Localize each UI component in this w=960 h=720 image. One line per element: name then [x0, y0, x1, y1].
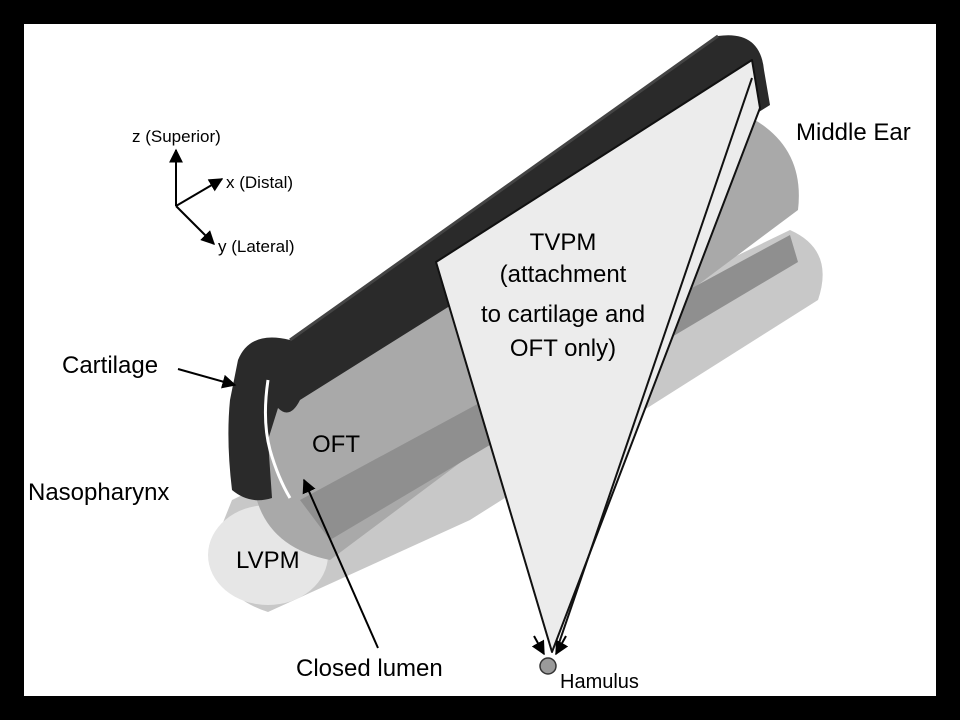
- tvpm-label-line4: OFT only): [510, 335, 616, 362]
- lvpm-label: LVPM: [236, 547, 300, 574]
- hamulus-dot: [539, 657, 557, 675]
- tvpm-muscle: [435, 59, 761, 653]
- cartilage-ridge: [289, 34, 719, 342]
- hamulus-arrow-right: [555, 635, 569, 656]
- nasopharynx-label: Nasopharynx: [28, 479, 169, 506]
- closed-lumen-slit: [263, 379, 292, 499]
- tvpm-label-line3: to cartilage and: [481, 301, 645, 328]
- cartilage-pointer-arrow: [177, 368, 237, 389]
- tvpm-label-line1: TVPM: [530, 229, 597, 256]
- closed-lumen-label: Closed lumen: [296, 655, 443, 682]
- tvpm-label-line2: (attachment: [500, 261, 627, 288]
- oft-label: OFT: [312, 431, 360, 458]
- axis-triad: [169, 148, 224, 245]
- cartilage-label: Cartilage: [62, 352, 158, 379]
- axis-y-label: y (Lateral): [218, 237, 295, 256]
- closed-lumen-pointer-arrow: [302, 478, 379, 649]
- axis-x-arrow: [175, 178, 224, 207]
- hamulus-arrow-left: [531, 635, 545, 656]
- middle-ear-label: Middle Ear: [796, 119, 911, 146]
- axis-y-arrow: [175, 205, 215, 245]
- axis-x-label: x (Distal): [226, 173, 293, 192]
- tvpm-edge-line: [557, 77, 753, 647]
- hamulus-label: Hamulus: [560, 671, 639, 693]
- axis-z-label: z (Superior): [132, 127, 221, 146]
